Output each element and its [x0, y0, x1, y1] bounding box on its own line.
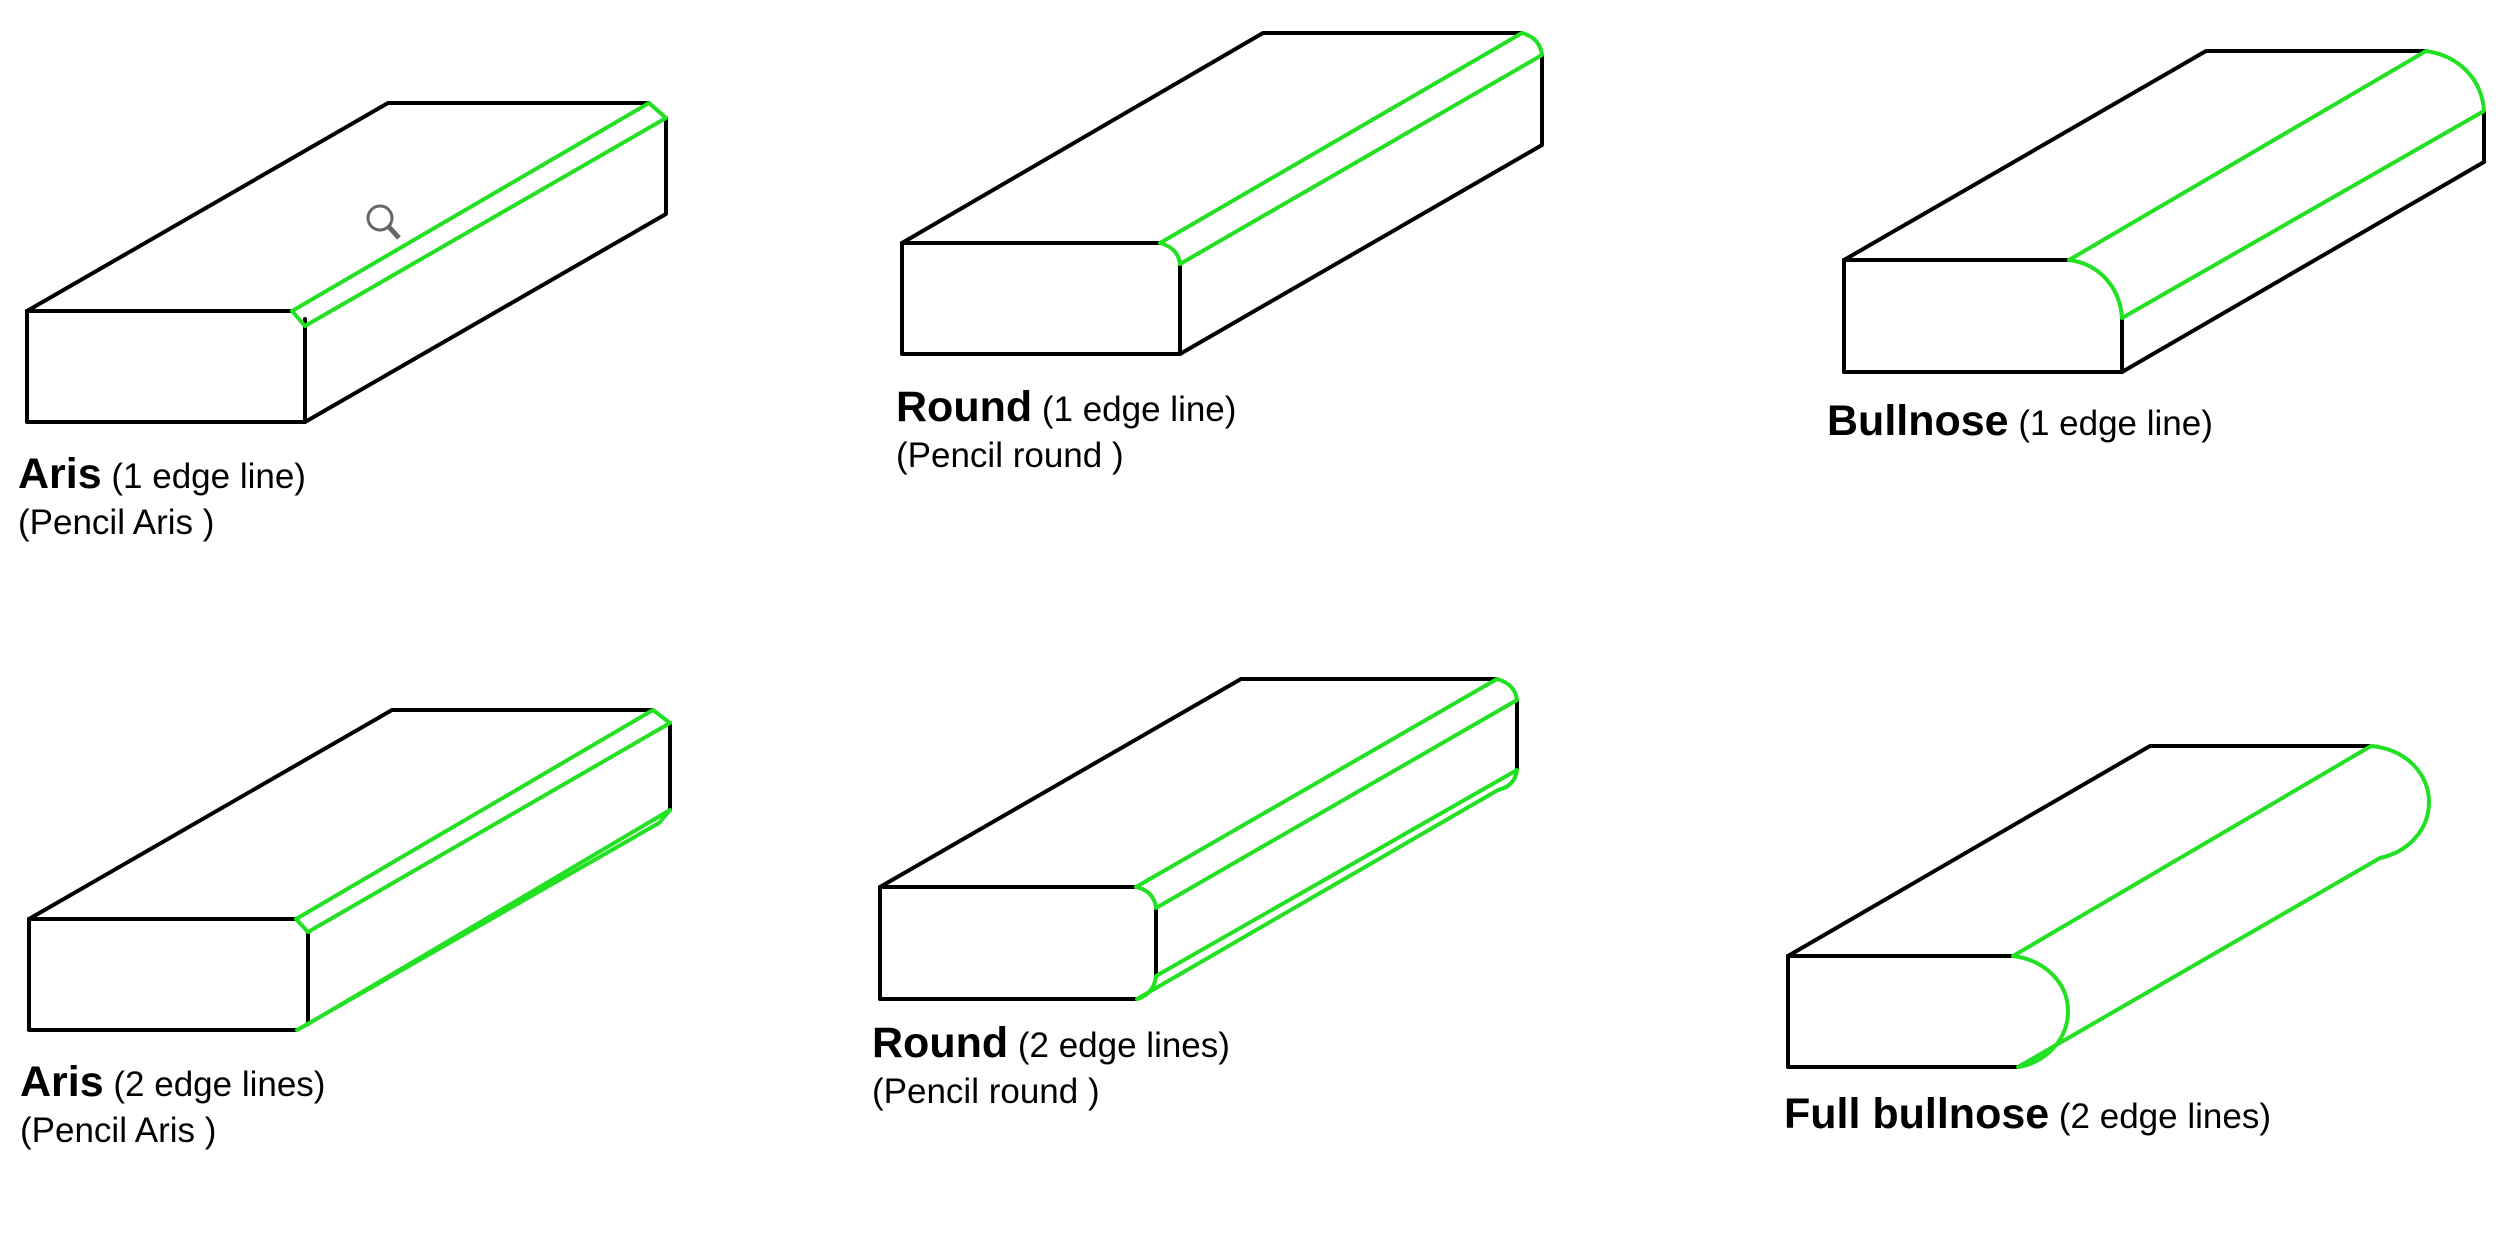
- profile-aris-2-drawing: [27, 708, 672, 1032]
- profile-round-2-drawing: [878, 677, 1519, 1001]
- profile-fullbullnose-2-caption: Full bullnose (2 edge lines): [1784, 1092, 2271, 1139]
- profile-detail: (1 edge line): [2018, 404, 2213, 443]
- profile-detail: (1 edge line): [1041, 390, 1237, 429]
- profile-name: Bullnose: [1827, 397, 2009, 445]
- profile-aris-1-caption: Aris (1 edge line) (Pencil Aris ): [18, 452, 306, 547]
- profile-alias: (Pencil round ): [896, 436, 1124, 475]
- profile-round-2-caption: Round (2 edge lines) (Pencil round ): [872, 1021, 1230, 1116]
- profile-detail: (2 edge lines): [2058, 1097, 2271, 1136]
- profile-name: Round: [896, 383, 1033, 431]
- profile-round-1-caption: Round (1 edge line) (Pencil round ): [896, 385, 1236, 480]
- profile-detail: (2 edge lines): [1017, 1026, 1230, 1065]
- profile-alias: (Pencil Aris ): [20, 1111, 217, 1150]
- profile-round-1-drawing: [900, 31, 1544, 356]
- profile-name: Round: [872, 1019, 1009, 1067]
- profile-bullnose-1-caption: Bullnose (1 edge line): [1827, 399, 2213, 446]
- profile-alias: (Pencil Aris ): [18, 503, 215, 542]
- profile-alias: (Pencil round ): [872, 1072, 1100, 1111]
- profile-name: Aris: [18, 450, 102, 498]
- profile-fullbullnose-2-drawing: [1786, 744, 2431, 1069]
- profile-detail: (1 edge line): [111, 457, 306, 496]
- profile-bullnose-1-drawing: [1842, 49, 2486, 374]
- profile-aris-1-drawing: [25, 101, 668, 424]
- profile-name: Aris: [20, 1058, 104, 1106]
- profile-aris-2-caption: Aris (2 edge lines) (Pencil Aris ): [20, 1060, 325, 1155]
- profile-name: Full bullnose: [1784, 1090, 2050, 1138]
- profile-detail: (2 edge lines): [113, 1065, 326, 1104]
- zoom-icon[interactable]: [366, 204, 401, 240]
